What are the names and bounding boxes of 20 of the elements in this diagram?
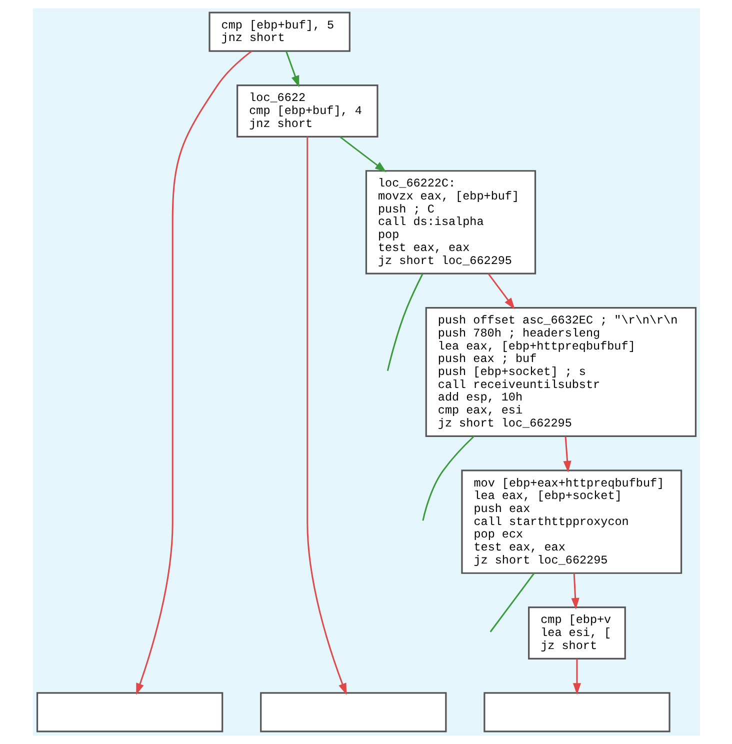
node-box: cmp [ebp+buf], 5 jnz short [208,12,350,52]
arrow [570,573,579,610]
node-box: cmp [ebp+v lea esi, [ jz short [528,606,626,660]
node-box: loc_6622 cmp [ebp+buf], 4 jnz short [236,84,378,138]
node-box: push offset asc_6632EC ; "\r\n\r\n push 780h ; headersleng lea eax, [ebp+httpreqbufbuf] push eax ; buf push [ebp+socket] ; s call receiveuntilsubstr add esp, 10h cmp eax, esi jz short loc_662295 [424,307,696,437]
connector [422,436,474,521]
arrow [338,136,386,172]
node-box [260,692,446,732]
connector [386,274,423,371]
node-box [36,692,223,732]
connector [489,572,534,632]
arrow [487,273,514,310]
arrow [136,50,252,695]
arrow [306,136,346,695]
node-box [483,692,670,732]
arrow [284,50,299,88]
node-box: mov [ebp+eax+httpreqbufbuf] lea eax, [ebp+socket] push eax call starthttpproxycon pop ecx test eax, eax jz short loc_662295 [460,470,682,574]
arrow [572,658,581,695]
arrow [562,436,571,472]
node-box: loc_66222C: movzx eax, [ebp+buf] push ; C call ds:isalpha pop test eax, eax jz short loc_662295 [364,170,536,274]
